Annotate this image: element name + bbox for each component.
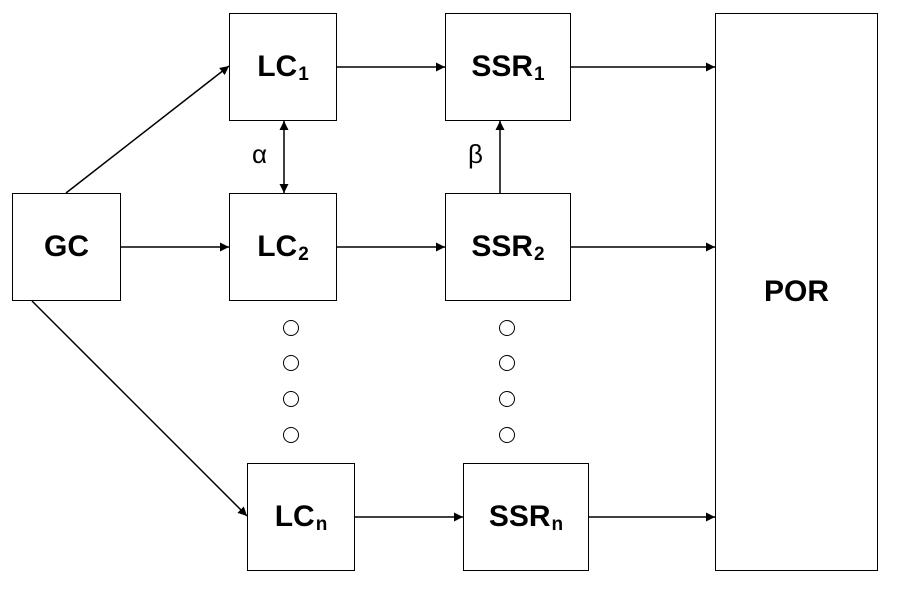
edge-label-beta: β (468, 139, 483, 169)
node-por-label: POR (763, 275, 829, 308)
ellipsis-dot-ssr-4 (499, 427, 515, 443)
ellipsis-dot-lc-1 (283, 320, 299, 336)
edge-gc-lc1 (65, 65, 230, 194)
edge-label-alpha: α (252, 139, 268, 169)
node-gc-label: GC (44, 230, 89, 263)
ellipsis-dot-lc-2 (283, 355, 299, 371)
node-ssrn-subscript: n (551, 514, 564, 535)
node-lc2-subscript: 2 (298, 244, 309, 265)
node-ssr1-label: SSR (471, 50, 534, 83)
ellipsis-dot-ssr-3 (499, 391, 515, 407)
node-ssrn-label: SSR (488, 500, 551, 533)
node-ssr1-subscript: 1 (534, 64, 545, 85)
ellipsis-dot-lc-4 (283, 427, 299, 443)
ellipsis-dot-ssr-2 (499, 355, 515, 371)
ellipsis-dot-lc-3 (283, 391, 299, 407)
node-lc1-label: LC (257, 50, 298, 83)
node-por: POR (715, 13, 878, 571)
node-lcn-subscript: n (315, 514, 328, 535)
node-ssr2-subscript: 2 (534, 244, 545, 265)
node-lcn-label: LC (274, 500, 315, 533)
ellipsis-dot-ssr-1 (499, 320, 515, 336)
node-ssr2-label: SSR (471, 230, 534, 263)
node-lc2-label: LC (257, 230, 298, 263)
edge-gc-lcn (31, 300, 248, 517)
node-lc1-subscript: 1 (298, 64, 309, 85)
node-gc: GC (12, 193, 121, 301)
